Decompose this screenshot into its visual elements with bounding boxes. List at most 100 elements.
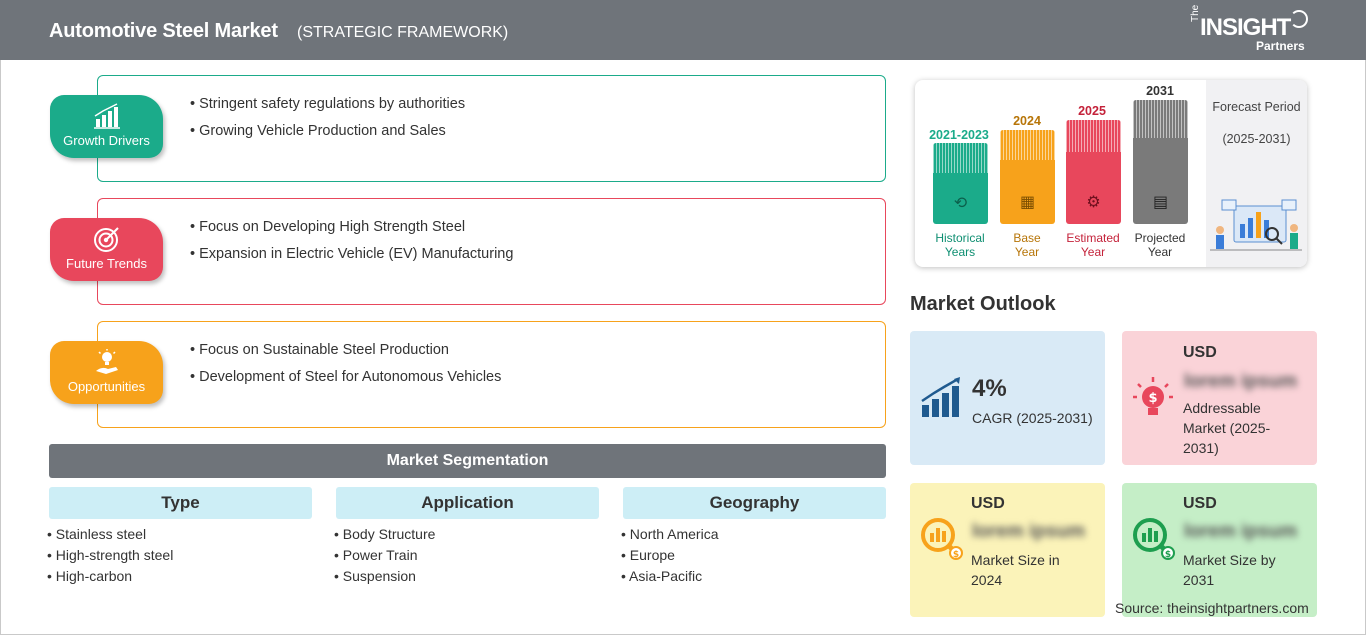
growth-drivers-box: Stringent safety regulations by authorit… [97, 75, 886, 182]
svg-text:$: $ [953, 550, 959, 560]
growth-bars-icon [921, 377, 960, 417]
list-item: Europe [621, 547, 719, 563]
logo-arc-icon [1290, 10, 1308, 28]
forecast-title: Forecast Period [1212, 100, 1301, 114]
size2024-label: Market Size in 2024 [971, 552, 1060, 588]
label-line: Base [1013, 231, 1041, 245]
addressable-usd: USD [1183, 344, 1217, 361]
growth-drivers-badge: Growth Drivers [50, 95, 163, 158]
svg-text:$: $ [1165, 550, 1171, 560]
idea-hand-icon [96, 349, 118, 374]
page-subtitle: (STRATEGIC FRAMEWORK) [297, 24, 509, 41]
size2031-value: lorem ipsum [1184, 521, 1297, 542]
size2024-usd: USD [971, 495, 1005, 512]
cagr-label: CAGR (2025-2031) [972, 410, 1093, 426]
timeline-bar-projected: ▤ [1133, 100, 1188, 224]
opportunities-list: Focus on Sustainable Steel Production De… [190, 342, 501, 396]
label-line: Year [1014, 245, 1040, 259]
calendar-icon: ▦ [1019, 194, 1036, 211]
timeline-label-base: Base Year [987, 231, 1067, 259]
opportunities-badge: Opportunities [50, 341, 163, 404]
bar-stripes [933, 143, 988, 173]
source-credit: Source: theinsightpartners.com [1115, 600, 1309, 616]
market-size-2024-card: $ USD lorem ipsum Market Size in 2024 [910, 483, 1105, 617]
timeline-card: 2021-2023 ⟲ Historical Years 2024 ▦ Base… [915, 80, 1307, 267]
timeline-label-projected: Projected Year [1120, 231, 1200, 259]
list-item: Power Train [334, 547, 435, 563]
timeline-label-estimated: Estimated Year [1053, 231, 1133, 259]
bar-stripes [1066, 120, 1121, 152]
timeline-bar-estimated: ⚙ [1066, 120, 1121, 224]
list-item: North America [621, 526, 719, 542]
header-bar: Automotive Steel Market (STRATEGIC FRAME… [0, 0, 1366, 60]
list-item: Focus on Developing High Strength Steel [190, 219, 513, 235]
label-line: Year [1080, 245, 1106, 259]
segment-head-application: Application [336, 487, 599, 519]
projection-icon: ▤ [1152, 194, 1169, 211]
insight-partners-logo: The INSIGHT Partners [1190, 5, 1320, 54]
list-item: Focus on Sustainable Steel Production [190, 342, 501, 358]
analytics-illustration-icon [1210, 199, 1302, 251]
size2024-value: lorem ipsum [972, 521, 1085, 542]
list-item: Stainless steel [47, 526, 173, 542]
market-size-2031-card: $ USD lorem ipsum Market Size by 2031 [1122, 483, 1317, 617]
growth-chart-icon [94, 103, 120, 129]
list-item: Suspension [334, 568, 435, 584]
label-line: Historical [935, 231, 985, 245]
timeline-bar-historical: ⟲ [933, 143, 988, 224]
list-item: Body Structure [334, 526, 436, 542]
label-line: Years [944, 245, 976, 259]
addressable-value: lorem ipsum [1184, 371, 1297, 392]
timeline-year-historical: 2021-2023 [929, 128, 989, 142]
segment-list-type: Stainless steel High-strength steel High… [47, 526, 174, 589]
timeline-year-base: 2024 [1013, 114, 1041, 128]
label-line: Estimated [1066, 231, 1120, 245]
opportunities-box: Focus on Sustainable Steel Production De… [97, 321, 886, 428]
list-item: High-strength steel [47, 547, 174, 563]
money-bulb-icon: $ [1133, 377, 1173, 415]
bar-stripes [1000, 130, 1055, 160]
future-trends-list: Focus on Developing High Strength Steel … [190, 219, 513, 273]
badge-label: Opportunities [67, 379, 146, 394]
segment-list-application: Body Structure Power Train Suspension [334, 526, 436, 589]
timeline-bar-base: ▦ [1000, 130, 1055, 224]
label-line: Projected [1134, 231, 1186, 245]
segment-head-geography: Geography [623, 487, 886, 519]
cagr-card: 4% CAGR (2025-2031) [910, 331, 1105, 465]
logo-main: INSIGHT [1200, 14, 1291, 41]
addressable-label: Addressable Market (2025-2031) [1183, 400, 1271, 456]
badge-label: Future Trends [66, 256, 147, 271]
list-item: Asia-Pacific [621, 568, 719, 584]
target-icon [94, 227, 119, 252]
list-item: Development of Steel for Autonomous Vehi… [190, 369, 501, 385]
size2031-usd: USD [1183, 495, 1217, 512]
market-forecast-icon: $ [1133, 518, 1175, 560]
list-item: Stringent safety regulations by authorit… [190, 96, 465, 112]
list-item: Growing Vehicle Production and Sales [190, 123, 465, 139]
cagr-value: 4% [972, 375, 1007, 402]
market-analysis-icon: $ [921, 518, 963, 560]
growth-drivers-list: Stringent safety regulations by authorit… [190, 96, 465, 150]
badge-label: Growth Drivers [63, 133, 150, 148]
segment-list-geography: North America Europe Asia-Pacific [621, 526, 719, 589]
timeline-label-historical: Historical Years [920, 231, 1000, 259]
page-title: Automotive Steel Market [49, 20, 278, 42]
logo-partners: Partners [1256, 39, 1305, 53]
segment-head-type: Type [49, 487, 312, 519]
estimate-icon: ⚙ [1086, 194, 1101, 211]
market-outlook-title: Market Outlook [910, 293, 1056, 315]
svg-text:$: $ [1148, 391, 1157, 406]
forecast-years: (2025-2031) [1222, 132, 1291, 146]
size2031-label: Market Size by 2031 [1183, 552, 1276, 588]
history-icon: ⟲ [953, 195, 968, 212]
forecast-period-panel: Forecast Period (2025-2031) [1206, 80, 1307, 267]
timeline-year-estimated: 2025 [1078, 104, 1106, 118]
bar-stripes [1133, 100, 1188, 138]
list-item: High-carbon [47, 568, 173, 584]
timeline-year-projected: 2031 [1146, 84, 1174, 98]
future-trends-badge: Future Trends [50, 218, 163, 281]
future-trends-box: Focus on Developing High Strength Steel … [97, 198, 886, 305]
label-line: Year [1147, 245, 1173, 259]
market-segmentation-bar: Market Segmentation [49, 444, 886, 478]
addressable-market-card: $ USD lorem ipsum Addressable Market (20… [1122, 331, 1317, 465]
